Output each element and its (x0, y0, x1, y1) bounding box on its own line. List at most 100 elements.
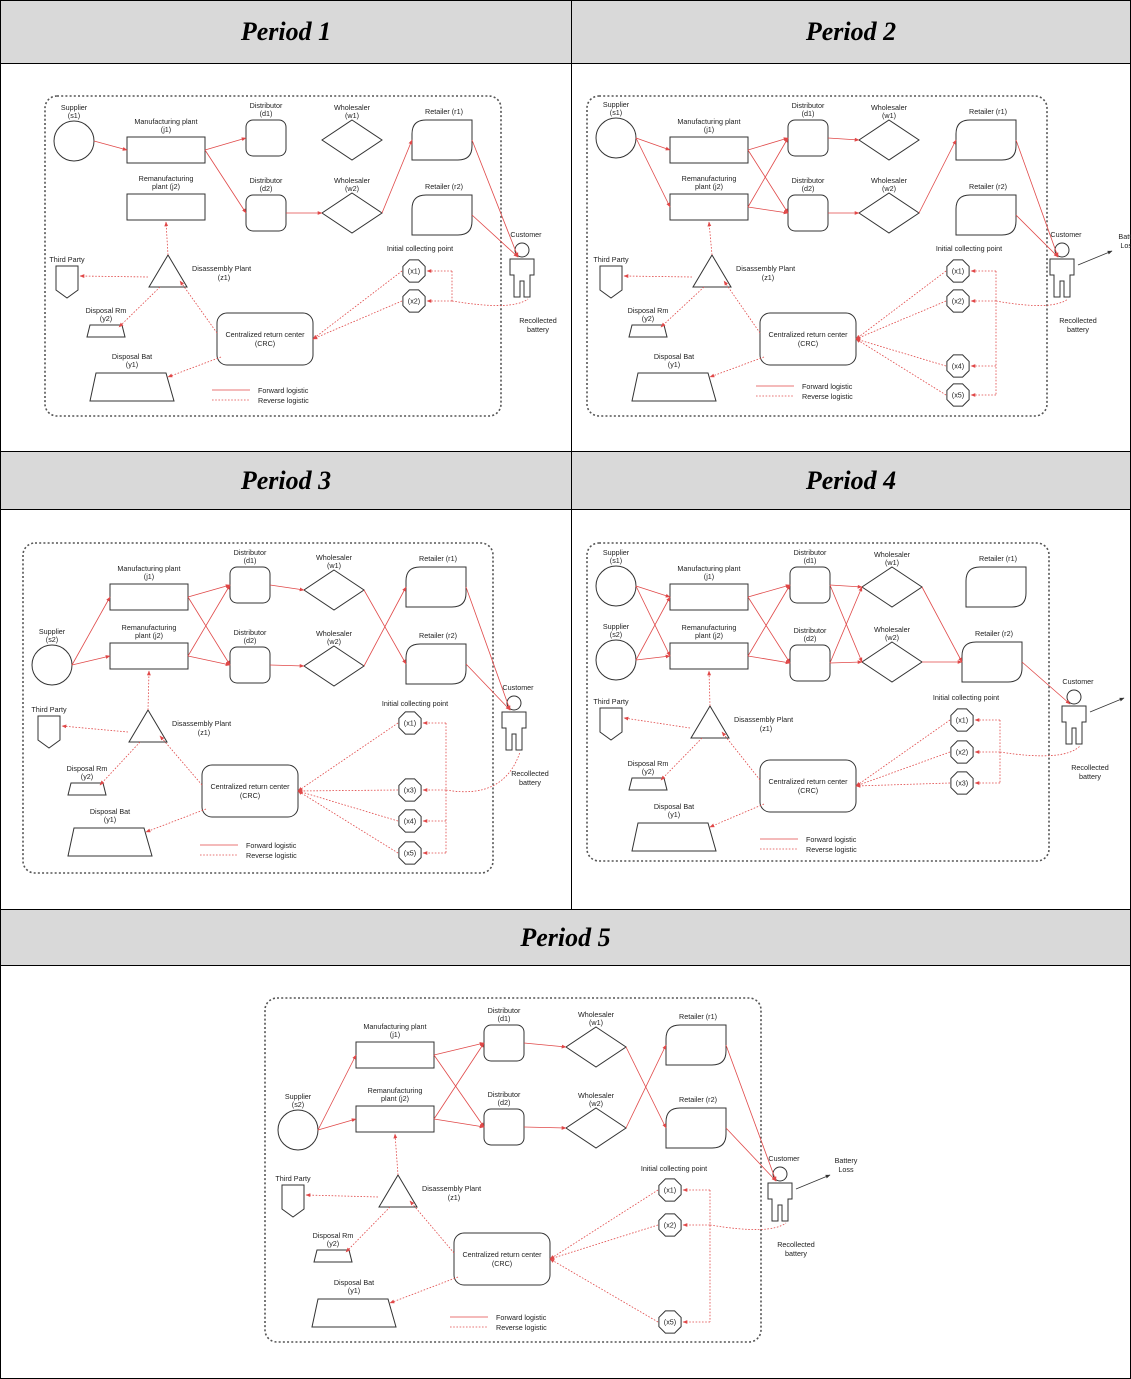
forward-flow-arrow (317, 1118, 357, 1131)
reverse-flow-arrow (707, 670, 712, 707)
disposal-rm-id-label: (y2) (642, 767, 654, 776)
customer-label: Customer (1050, 230, 1082, 239)
manufacturing-plant-node (669, 136, 749, 164)
reverse-flow-arrow (660, 737, 703, 781)
reverse-flow-arrow (389, 1276, 459, 1304)
recollected-label: Recollected (519, 316, 557, 325)
manufacturing-plant-node (109, 583, 189, 611)
forward-flow-arrow (747, 137, 789, 151)
wholesaler-id-label: (w2) (327, 637, 341, 646)
forward-flow-arrow (918, 139, 957, 214)
retailer-node (965, 566, 1027, 608)
forward-flow-arrow (465, 663, 511, 711)
forward-flow-arrow (471, 139, 519, 258)
disposal-rm-label: Disposal Rm (86, 306, 127, 315)
remanufacturing-plant-label: Remanufacturing (682, 623, 737, 632)
customer-label: Customer (768, 1154, 800, 1163)
battery-loss-arrow (1089, 697, 1125, 713)
third-party-node (37, 715, 61, 749)
distributor-id-label: (d1) (804, 556, 817, 565)
disposal-battery-id-label: (y1) (104, 815, 116, 824)
disassembly-plant-id-label: (z1) (218, 273, 230, 282)
forward-flow-arrow (523, 1125, 567, 1130)
supplier-label: Supplier (39, 627, 66, 636)
wholesaler-node (303, 645, 365, 687)
reverse-flow-arrow (855, 338, 947, 367)
distributor-id-label: (d2) (802, 184, 815, 193)
collection-point-node (946, 383, 970, 407)
supplier-node (53, 120, 95, 162)
crc-label: Centralized return center (225, 330, 305, 339)
period-2-title: Period 2 (805, 17, 897, 46)
forward-flow-arrow (635, 585, 671, 598)
period-1-network-diagram: Supplier(s1)Manufacturing plant(j1)Reman… (44, 95, 557, 417)
forward-flow-arrow (71, 596, 111, 666)
retailer-node (411, 119, 473, 161)
retailer-label: Retailer (r2) (679, 1095, 717, 1104)
wholesaler-label: Wholesaler (871, 176, 908, 185)
supplier-label: Supplier (61, 103, 88, 112)
distributor-id-label: (d1) (498, 1014, 511, 1023)
legend-forward-label: Forward logistic (246, 841, 297, 850)
forward-flow-arrow (635, 137, 671, 151)
reverse-flow-arrow (297, 790, 399, 822)
reverse-flow-arrow (146, 670, 151, 711)
disposal-battery-label: Disposal Bat (334, 1278, 374, 1287)
customer-label: Customer (510, 230, 542, 239)
distributor-node (789, 566, 831, 604)
disposal-rm-id-label: (y2) (100, 314, 112, 323)
retailer-label: Retailer (r1) (969, 107, 1007, 116)
collection-point-label: (x2) (956, 748, 968, 757)
period-4-header: Period 4 (571, 451, 1131, 510)
retailer-label: Retailer (r2) (975, 629, 1013, 638)
disposal-rm-id-label: (y2) (81, 772, 93, 781)
forward-flow-arrow (269, 584, 305, 592)
initial-collecting-point-label: Initial collecting point (933, 693, 999, 702)
remanufacturing-plant-id-label: plant (j2) (135, 631, 163, 640)
reverse-flow-arrow (855, 338, 947, 396)
diagram-boundary (44, 95, 502, 417)
reverse-flow-arrow (61, 724, 129, 733)
forward-flow-arrow (187, 596, 231, 666)
disposal-rm-node (86, 324, 126, 338)
collection-point-node (398, 841, 422, 865)
manufacturing-plant-label: Manufacturing plant (117, 564, 180, 573)
disassembly-plant-node (128, 709, 168, 743)
recollected-label: Recollected (1071, 763, 1109, 772)
third-party-node (599, 265, 623, 299)
collection-point-node (658, 1178, 682, 1202)
remanufacturing-plant-id-label: plant (j2) (695, 631, 723, 640)
collection-point-node (658, 1213, 682, 1237)
recollected-battery-flow (995, 298, 1069, 306)
forward-flow-arrow (1015, 214, 1059, 258)
disassembly-plant-id-label: (z1) (762, 273, 774, 282)
disposal-battery-id-label: (y1) (348, 1286, 360, 1295)
disposal-rm-node (628, 324, 668, 338)
battery-loss-arrow (795, 1174, 831, 1190)
wholesaler-id-label: (w1) (882, 111, 896, 120)
crc-id-label: (CRC) (240, 791, 260, 800)
disposal-battery-node (311, 1298, 397, 1328)
forward-flow-arrow (187, 584, 231, 657)
disassembly-plant-node (692, 254, 732, 288)
supplier-node (595, 639, 637, 681)
supplier-id-label: (s1) (610, 556, 622, 565)
collection-point-node (398, 778, 422, 802)
remanufacturing-plant-label: Remanufacturing (682, 174, 737, 183)
forward-flow-arrow (471, 214, 519, 258)
retailer-label: Retailer (r1) (979, 554, 1017, 563)
reverse-flow-arrow (345, 1206, 391, 1253)
reverse-flow-arrow (549, 1224, 659, 1260)
third-party-node (55, 265, 79, 299)
distributor-node (245, 194, 287, 232)
wholesaler-id-label: (w1) (345, 111, 359, 120)
retailer-node (961, 641, 1023, 683)
collection-point-node (658, 1310, 682, 1334)
wholesaler-node (861, 641, 923, 683)
recollected-battery-flow (709, 1222, 787, 1230)
supplier-label: Supplier (603, 548, 630, 557)
collection-point-label: (x1) (956, 716, 968, 725)
remanufacturing-plant-node (669, 193, 749, 221)
period-5-cell (0, 965, 1131, 1379)
forward-flow-arrow (625, 1046, 667, 1129)
